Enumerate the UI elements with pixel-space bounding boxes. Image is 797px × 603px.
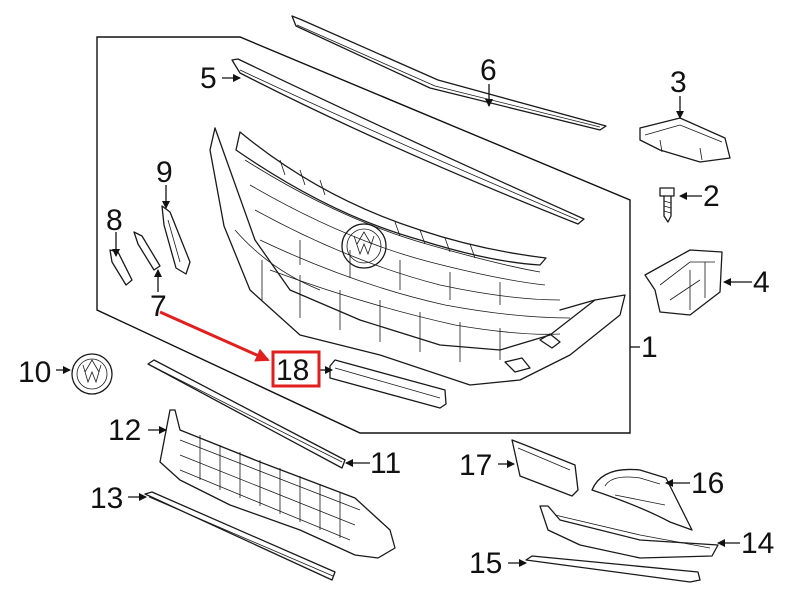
- callout-10: 10: [18, 356, 51, 389]
- callout-3: 3: [670, 66, 687, 99]
- callout-4: 4: [753, 266, 770, 299]
- callout-2: 2: [703, 180, 720, 213]
- callout-6: 6: [480, 54, 497, 87]
- callout-5: 5: [200, 62, 217, 95]
- part-14-side-trim: [539, 505, 719, 559]
- part-15-bottom-strip: [525, 555, 701, 583]
- part-2-screw: [659, 187, 675, 223]
- part-18-grille-trim: [329, 359, 447, 409]
- assembly-frame: [96, 36, 631, 434]
- callout-14: 14: [741, 527, 774, 560]
- callout-17: 17: [459, 449, 492, 482]
- callout-13: 13: [90, 482, 123, 515]
- part-3-bracket: [639, 117, 731, 163]
- callout-8: 8: [106, 204, 123, 237]
- callout-1: 1: [641, 331, 658, 364]
- highlight-box-18: [271, 350, 321, 388]
- part-16-fog-bezel: [591, 468, 693, 531]
- callout-16: 16: [691, 467, 724, 500]
- part-9-emblem-bracket: [161, 205, 191, 275]
- part-1-radiator-grille: [209, 127, 626, 386]
- part-17-fog-cover: [511, 439, 579, 497]
- callout-9: 9: [156, 156, 173, 189]
- grille-emblem: [341, 223, 387, 269]
- part-5-chrome-strip: [231, 58, 585, 225]
- red-pointer-arrow: [159, 310, 270, 362]
- part-10-vw-emblem: [71, 353, 113, 395]
- part-8-clip: [109, 249, 133, 286]
- part-4-mount-bracket: [644, 249, 723, 316]
- part-11-lower-strip: [147, 359, 346, 469]
- callout-11: 11: [370, 447, 401, 480]
- part-12-lower-grille: [159, 409, 396, 559]
- callout-12: 12: [108, 414, 141, 447]
- part-7-clip: [133, 231, 161, 271]
- callout-7: 7: [150, 290, 167, 323]
- callout-18: 18: [276, 354, 309, 387]
- part-13-lower-trim: [144, 491, 336, 581]
- part-6-upper-trim-strip: [291, 15, 607, 131]
- callout-15: 15: [469, 547, 502, 580]
